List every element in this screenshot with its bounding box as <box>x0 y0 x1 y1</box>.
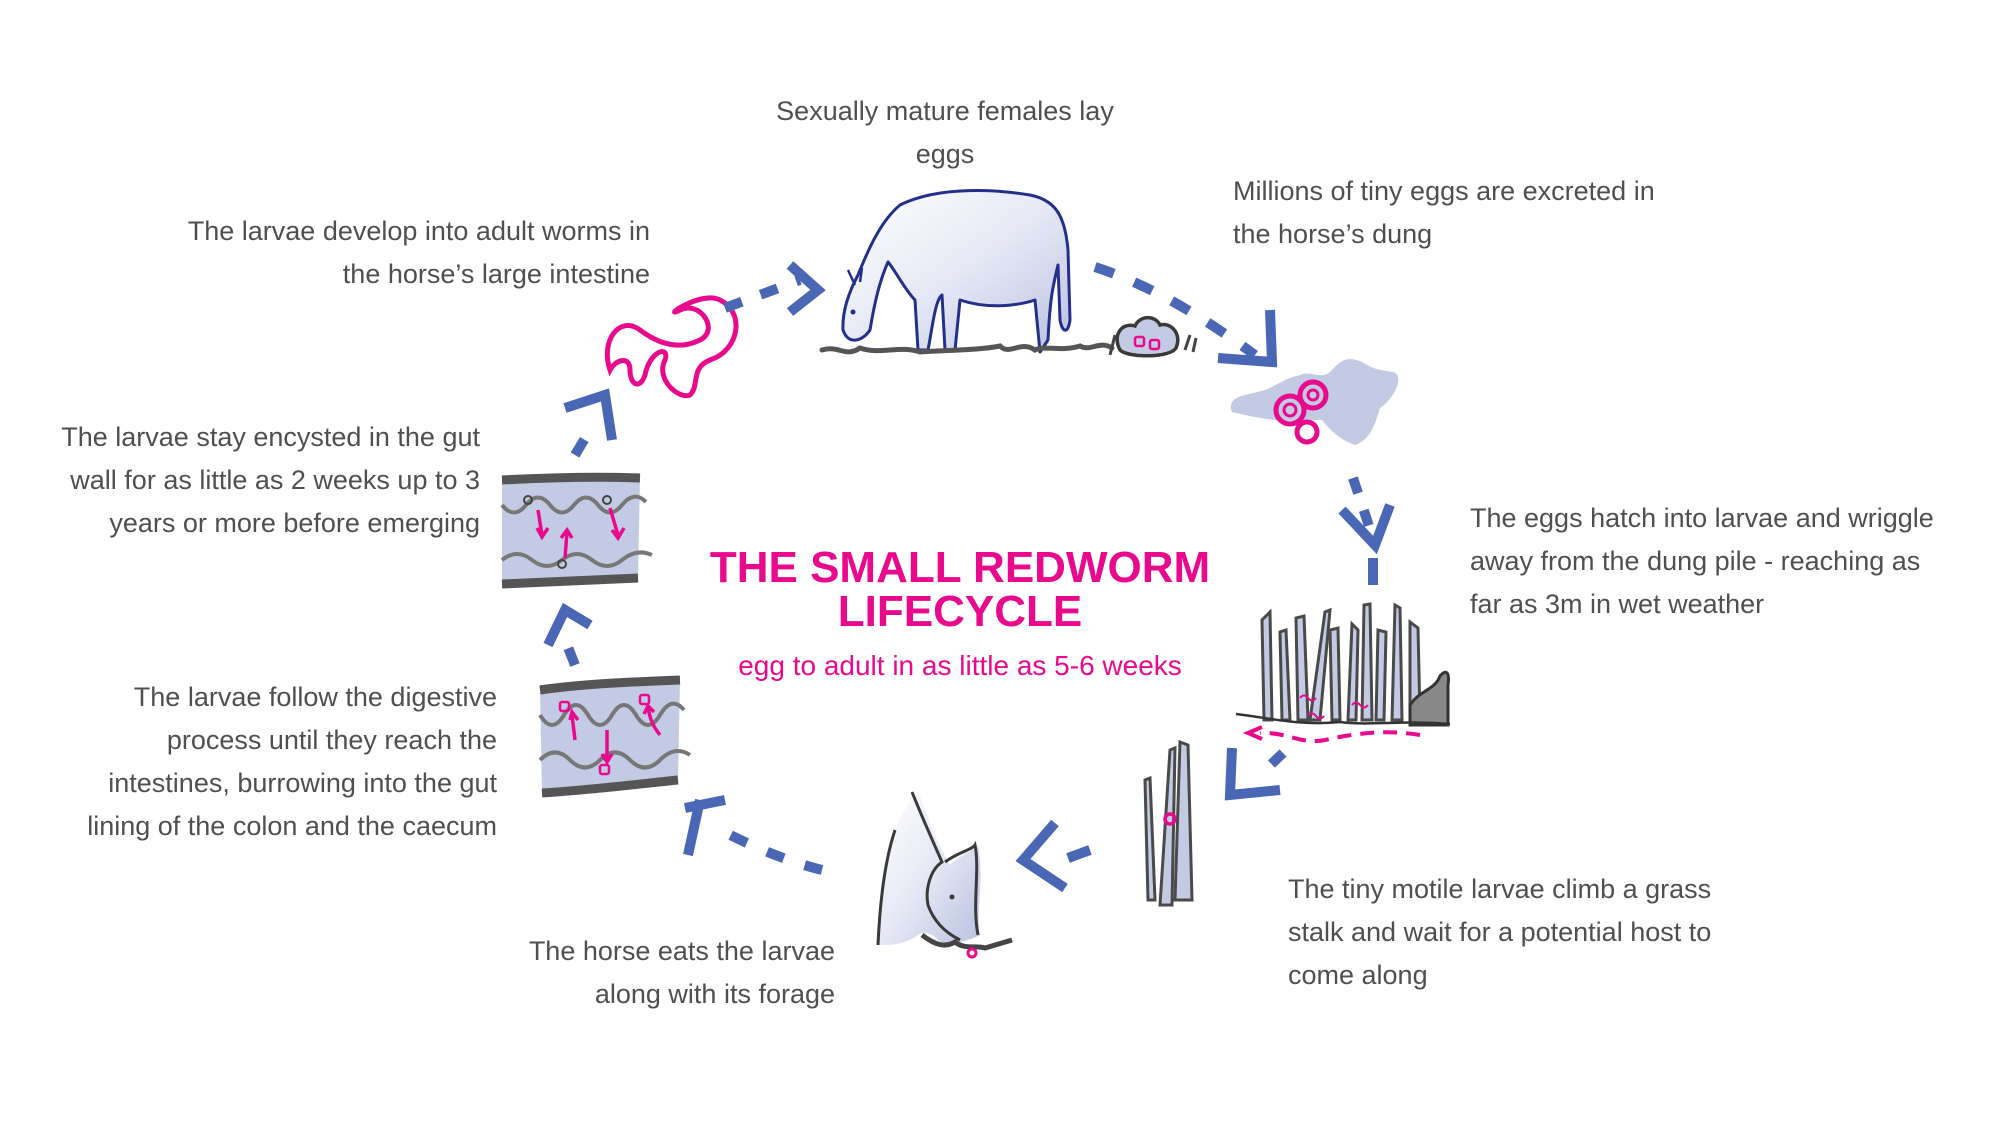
grass-stalk-larva-icon <box>1143 739 1194 907</box>
caption-climb: The tiny motile larvae climb a grass sta… <box>1288 874 1712 990</box>
caption-hatch: The eggs hatch into larvae and wriggle a… <box>1470 503 1934 619</box>
gut-encysted-icon <box>500 472 653 589</box>
horse-eating-icon <box>876 790 1013 959</box>
caption-burrow: The larvae follow the digestive process … <box>87 682 497 841</box>
grass-larvae-icon <box>1235 602 1451 744</box>
gut-burrowing-icon <box>538 675 692 798</box>
caption-excreted: Millions of tiny eggs are excreted in th… <box>1233 176 1655 249</box>
caption-eaten: The horse eats the larvae along with its… <box>528 936 835 1009</box>
diagram-title: THE SMALL REDWORM LIFECYCLE <box>709 543 1211 636</box>
grazing-horse-icon <box>819 189 1198 358</box>
cycle-arrows <box>543 261 1395 893</box>
dung-eggs-icon <box>1230 359 1399 445</box>
adult-worm-icon <box>604 295 739 399</box>
caption-lay-eggs: Sexually mature females lay eggs <box>776 96 1114 169</box>
diagram-subtitle: egg to adult in as little as 5-6 weeks <box>738 650 1182 681</box>
caption-encysted: The larvae stay encysted in the gut wall… <box>61 422 480 538</box>
caption-adult: The larvae develop into adult worms in t… <box>187 216 650 289</box>
